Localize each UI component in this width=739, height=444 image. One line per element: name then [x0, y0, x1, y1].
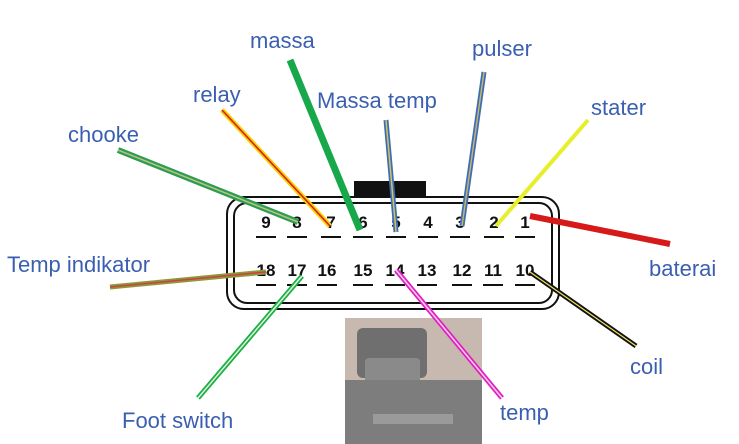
pin-11: 11 — [482, 262, 504, 286]
label-chooke: chooke — [68, 122, 139, 147]
label-foot-switch: Foot switch — [122, 408, 234, 433]
label-pulser: pulser — [472, 36, 532, 61]
pin-2: 2 — [483, 214, 505, 238]
connector-photo — [345, 318, 482, 444]
pin-12: 12 — [452, 261, 472, 286]
label-temp: temp — [500, 400, 549, 425]
wire-massa-temp — [383, 119, 399, 233]
label-temp-indikator: Temp indikator — [7, 252, 151, 277]
pin-6: 6 — [352, 214, 374, 238]
wire-temp — [394, 268, 504, 400]
label-massa-temp: Massa temp — [317, 88, 437, 113]
wire-relay — [220, 108, 332, 228]
pin-1: 1 — [514, 214, 536, 238]
pin-16: 16 — [317, 261, 337, 286]
wire-stater — [494, 118, 590, 228]
pin-9: 9 — [255, 214, 277, 238]
pin-7: 7 — [320, 214, 342, 238]
wire-foot-switch — [196, 274, 304, 400]
pin-13: 13 — [417, 261, 437, 286]
wire-pulser — [459, 71, 487, 227]
wire-baterai — [529, 213, 671, 247]
label-coil: coil — [630, 354, 664, 379]
pin-4: 4 — [417, 214, 439, 238]
wire-temp-indikator — [109, 269, 267, 290]
wire-chooke — [116, 147, 300, 225]
pin-15: 15 — [353, 261, 373, 286]
label-stater: stater — [591, 95, 647, 120]
label-relay: relay — [193, 82, 241, 107]
label-baterai: baterai — [649, 256, 717, 281]
label-massa: massa — [250, 28, 315, 53]
wire-coil — [528, 269, 638, 349]
wire-massa — [286, 58, 364, 232]
